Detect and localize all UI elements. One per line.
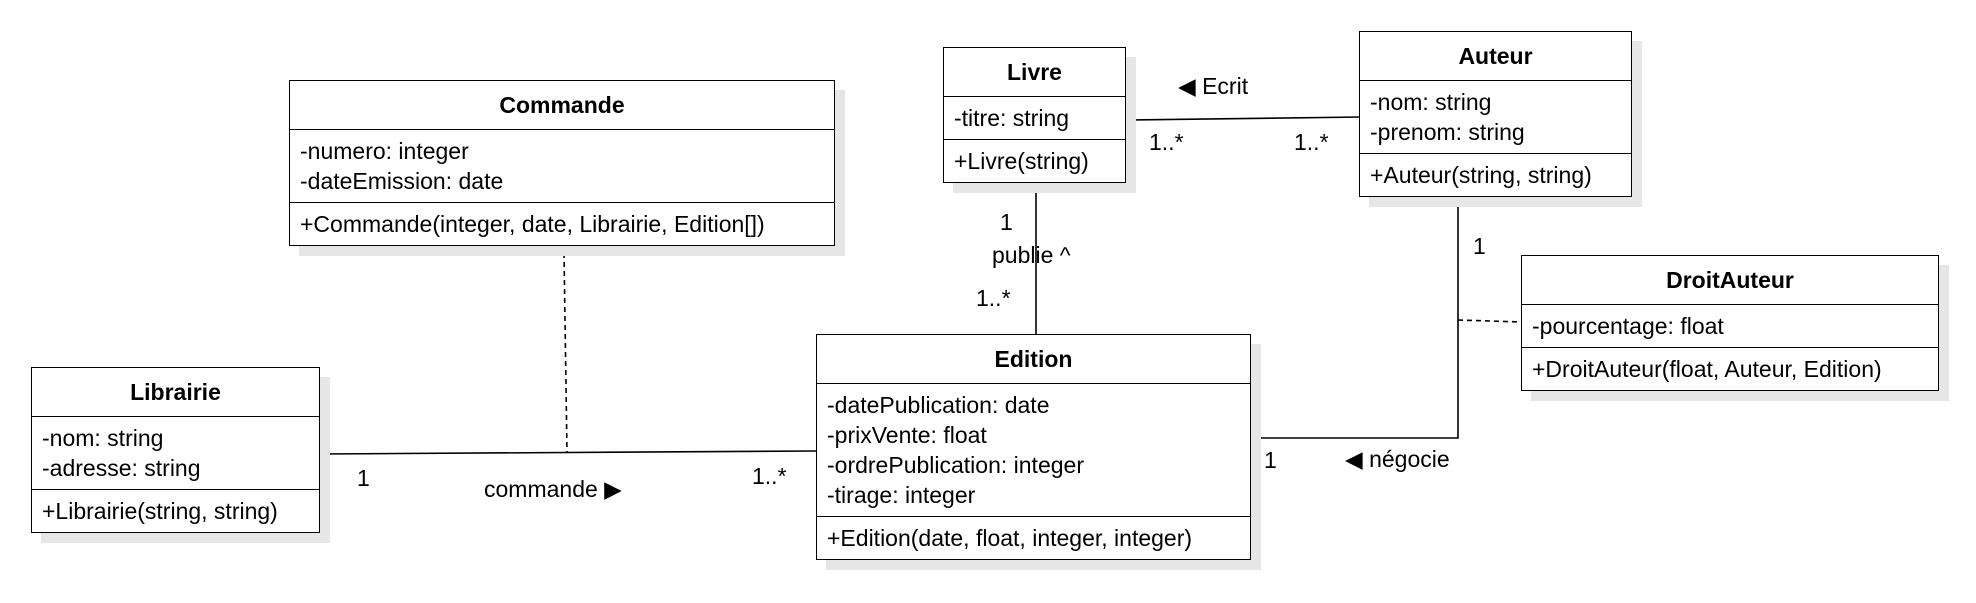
operation: +Auteur(string, string) (1370, 162, 1592, 188)
attribute: -numero: integer (300, 138, 469, 164)
class-librairie[interactable]: Librairie -nom: string -adresse: string … (31, 367, 320, 533)
commande-association-line (319, 450, 817, 455)
class-name: Edition (817, 335, 1250, 384)
operation: +Commande(integer, date, Librairie, Edit… (300, 211, 765, 237)
publie-mult-edition: 1..* (976, 285, 1011, 311)
class-edition[interactable]: Edition -datePublication: date -prixVent… (816, 334, 1251, 560)
ecrit-mult-livre: 1..* (1149, 129, 1184, 155)
attribute: -datePublication: date (827, 392, 1050, 418)
commande-mult-edition: 1..* (752, 463, 787, 489)
class-name: Librairie (32, 368, 319, 417)
attribute: -nom: string (1370, 89, 1492, 115)
attribute: -tirage: integer (827, 482, 976, 508)
class-operations: +DroitAuteur(float, Auteur, Edition) (1522, 348, 1938, 390)
negocie-association-line (1251, 205, 1459, 439)
publie-mult-livre: 1 (1000, 209, 1013, 235)
class-attributes: -datePublication: date -prixVente: float… (817, 384, 1250, 517)
ecrit-label: ◀ Ecrit (1178, 73, 1249, 99)
class-attributes: -numero: integer -dateEmission: date (290, 130, 834, 203)
class-name: DroitAuteur (1522, 256, 1938, 305)
class-operations: +Commande(integer, date, Librairie, Edit… (290, 203, 834, 245)
attribute: -prenom: string (1370, 119, 1525, 145)
operation: +Librairie(string, string) (42, 498, 278, 524)
class-livre[interactable]: Livre -titre: string +Livre(string) (943, 47, 1126, 183)
class-operations: +Librairie(string, string) (32, 490, 319, 532)
class-attributes: -nom: string -prenom: string (1360, 81, 1631, 154)
attribute: -adresse: string (42, 455, 201, 481)
class-droitauteur[interactable]: DroitAuteur -pourcentage: float +DroitAu… (1521, 255, 1939, 391)
class-operations: +Auteur(string, string) (1360, 154, 1631, 196)
class-auteur[interactable]: Auteur -nom: string -prenom: string +Aut… (1359, 31, 1632, 197)
publie-label: publie ^ (992, 242, 1071, 268)
negocie-mult-auteur: 1 (1473, 233, 1486, 259)
operation: +Edition(date, float, integer, integer) (827, 525, 1193, 551)
class-commande[interactable]: Commande -numero: integer -dateEmission:… (289, 80, 835, 246)
class-name: Commande (290, 81, 834, 130)
negocie-label: ◀ négocie (1345, 446, 1450, 472)
class-operations: +Livre(string) (944, 140, 1125, 182)
class-operations: +Edition(date, float, integer, integer) (817, 517, 1250, 559)
operation: +DroitAuteur(float, Auteur, Edition) (1532, 356, 1882, 382)
commande-label: commande ▶ (484, 476, 622, 502)
commande-mult-librairie: 1 (357, 465, 370, 491)
class-name: Auteur (1360, 32, 1631, 81)
operation: +Livre(string) (954, 148, 1089, 174)
class-attributes: -pourcentage: float (1522, 305, 1938, 348)
commande-association-class-dash (563, 252, 568, 453)
attribute: -nom: string (42, 425, 164, 451)
attribute: -pourcentage: float (1532, 313, 1724, 339)
droitauteur-association-class-dash (1457, 319, 1523, 323)
negocie-mult-edition: 1 (1264, 447, 1277, 473)
attribute: -dateEmission: date (300, 168, 504, 194)
class-attributes: -nom: string -adresse: string (32, 417, 319, 490)
ecrit-association-line (1128, 116, 1363, 121)
attribute: -titre: string (954, 105, 1070, 131)
class-name: Livre (944, 48, 1125, 97)
ecrit-mult-auteur: 1..* (1294, 129, 1329, 155)
attribute: -ordrePublication: integer (827, 452, 1084, 478)
attribute: -prixVente: float (827, 422, 987, 448)
class-attributes: -titre: string (944, 97, 1125, 140)
